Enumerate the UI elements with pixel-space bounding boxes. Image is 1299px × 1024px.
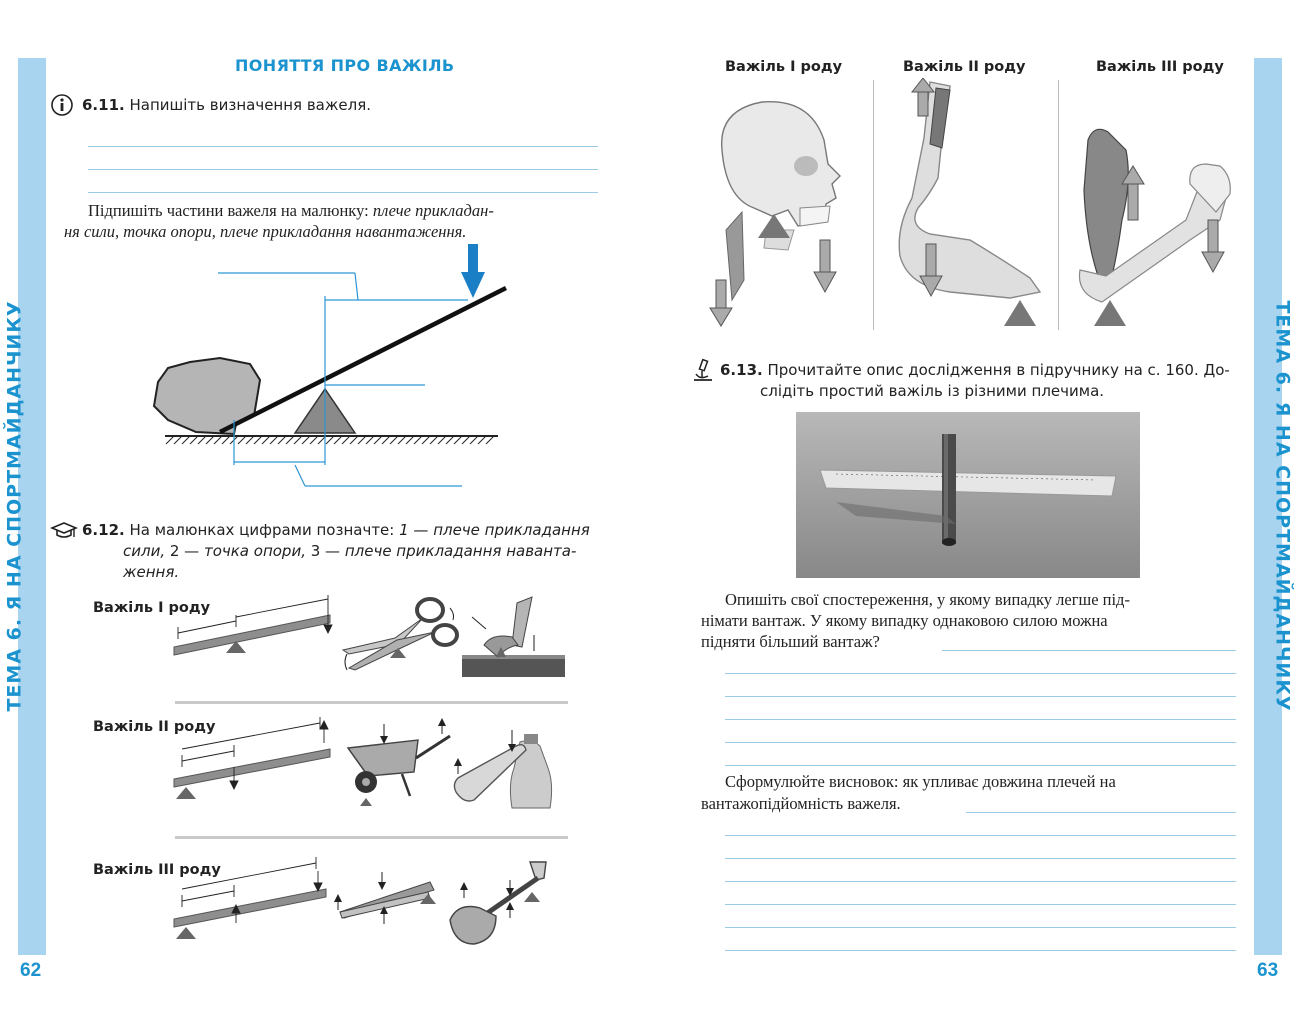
answer-line[interactable] <box>725 858 1236 859</box>
answer-line[interactable] <box>725 673 1236 674</box>
answer-line[interactable] <box>725 696 1236 697</box>
lever-class-1-schematic <box>173 595 333 656</box>
answer-line[interactable] <box>966 812 1236 813</box>
column-divider <box>1058 80 1059 330</box>
row-divider <box>175 701 568 704</box>
bottle-opener-illustration <box>453 730 553 809</box>
body-lever-2-title: Важіль ІІ роду <box>903 59 1026 75</box>
answer-line[interactable] <box>725 881 1236 882</box>
task-6-11-text: Напишіть визначення важеля. <box>129 96 371 114</box>
task-6-11: 6.11. Напишіть визначення важеля. <box>82 95 371 116</box>
task-6-13-line-1: 6.13. Прочитайте опис дослідження в підр… <box>720 360 1230 381</box>
right-page: Важіль І роду Важіль ІІ роду Важіль ІІІ … <box>650 0 1299 1024</box>
row-divider <box>175 836 568 839</box>
lever-class-3-schematic <box>173 857 327 939</box>
stone-load <box>152 356 262 436</box>
label-parts-line-1: Підпишіть частини важеля на малюнку: пле… <box>88 200 494 222</box>
task-6-12-line-2: сили, 2 — точка опори, 3 — плече приклад… <box>123 541 576 562</box>
force-arrow-head <box>461 272 485 298</box>
task-6-13-text: Прочитайте опис дослідження в підручнику… <box>767 361 1230 379</box>
scissors-illustration <box>341 597 459 671</box>
answer-line[interactable] <box>88 192 598 193</box>
answer-line[interactable] <box>725 950 1236 951</box>
answer-line[interactable] <box>725 765 1236 766</box>
conclusion-line-2: вантажопідйомність важеля. <box>701 794 901 813</box>
task-6-12-text: точка опори, <box>203 542 311 560</box>
answer-line[interactable] <box>88 146 598 147</box>
task-6-12-plain: На малюнках цифрами позначте: <box>129 521 400 539</box>
side-tab-right-text: ТЕМА 6. Я НА СПОРТМАЙДАНЧИКУ <box>1271 300 1294 712</box>
label-parts-line-2: ня сили, точка опори, плече прикладання … <box>64 222 467 241</box>
arm-lever-illustration <box>1078 128 1231 326</box>
task-6-12-line-3: ження. <box>123 563 180 581</box>
lever-diagram <box>152 244 508 487</box>
lever-class-2-schematic <box>173 717 331 799</box>
answer-line[interactable] <box>88 169 598 170</box>
task-6-12-text: сили, <box>123 542 170 560</box>
left-page: ТЕМА 6. Я НА СПОРТМАЙДАНЧИКУ 62 ПОНЯТТЯ … <box>3 56 598 981</box>
task-6-13-line-2: слідіть простий важіль із різними плечим… <box>760 382 1105 400</box>
page-number-right: 63 <box>1257 960 1279 981</box>
task-6-12-text: 3 — <box>310 542 345 560</box>
answer-line[interactable] <box>725 742 1236 743</box>
label-parts-plain: Підпишіть частини важеля на малюнку: <box>88 201 373 220</box>
side-tab-right <box>1254 58 1282 955</box>
lever-class-3-label: Важіль ІІІ роду <box>93 862 221 878</box>
answer-line[interactable] <box>725 927 1236 928</box>
shovel-illustration <box>449 861 547 945</box>
task-6-12-number: 6.12. <box>82 521 125 539</box>
graduation-cap-icon <box>50 522 78 538</box>
observations-line-1: Опишіть свої спостереження, у якому випа… <box>725 590 1130 609</box>
lever-construction-lines <box>218 272 468 487</box>
ground-hatch <box>165 435 495 445</box>
column-divider <box>873 80 874 330</box>
info-icon <box>51 94 73 116</box>
lever-bar <box>218 285 508 435</box>
wheelbarrow-illustration <box>346 718 451 806</box>
body-lever-1-title: Важіль І роду <box>725 59 843 75</box>
task-6-12-line-1: 6.12. На малюнках цифрами позначте: 1 — … <box>82 520 590 541</box>
force-arrow-shaft <box>468 244 478 274</box>
observations-line-3: підняти більший вантаж? <box>701 632 880 651</box>
body-lever-3-title: Важіль ІІІ роду <box>1096 59 1224 75</box>
task-6-13-number: 6.13. <box>720 361 763 379</box>
conclusion-line-1: Сформулюйте висновок: як упливає довжина… <box>725 772 1116 791</box>
side-tab-left <box>18 58 46 955</box>
task-6-12-italic: 1 — плече прикладання <box>399 521 590 539</box>
foot-lever-illustration <box>898 78 1042 326</box>
lever-class-1-label: Важіль І роду <box>93 600 211 616</box>
task-6-12-text: 2 — <box>169 542 204 560</box>
answer-line[interactable] <box>725 835 1236 836</box>
side-tab-left-text: ТЕМА 6. Я НА СПОРТМАЙДАНЧИКУ <box>3 300 26 712</box>
hammer-illustration <box>462 596 565 677</box>
page-number-left: 62 <box>20 960 42 981</box>
observations-line-2: німати вантаж. У якому випадку однаковою… <box>701 611 1108 630</box>
microscope-icon <box>694 358 712 381</box>
head-lever-illustration <box>709 100 841 327</box>
section-title: ПОНЯТТЯ ПРО ВАЖІЛЬ <box>235 56 455 75</box>
task-6-11-number: 6.11. <box>82 96 125 114</box>
answer-line[interactable] <box>725 904 1236 905</box>
task-6-12-text: плече прикладання наванта- <box>344 542 577 560</box>
answer-line[interactable] <box>942 650 1236 651</box>
lever-class-2-label: Важіль ІІ роду <box>93 719 216 735</box>
ruler-pencil-photo <box>796 412 1140 578</box>
tweezers-illustration <box>334 872 436 924</box>
label-parts-italic: плече прикладан- <box>372 201 494 220</box>
answer-line[interactable] <box>725 719 1236 720</box>
